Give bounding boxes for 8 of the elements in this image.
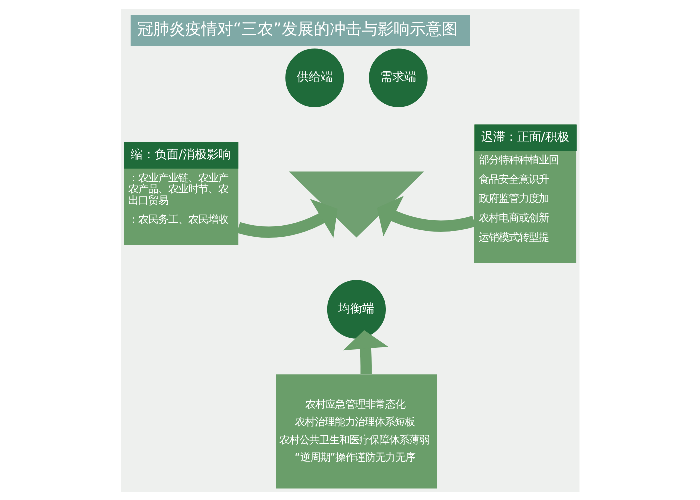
- diagram-title: 冠肺炎疫情对“三农”发展的冲击与影响示意图: [136, 19, 458, 38]
- arrow: [236, 198, 338, 238]
- arrow: [342, 330, 388, 374]
- node-circle: 均衡端: [326, 280, 386, 338]
- arrow: [376, 196, 476, 236]
- node-circle: 供给端: [285, 48, 344, 107]
- node-box: 农村应急管理非常态化 农村治理能力治理体系短板 农村公共卫生和医疗保障体系薄弱 “逆周期”操作谨防无力无序: [276, 374, 437, 488]
- node-circle: 需求端: [368, 48, 428, 107]
